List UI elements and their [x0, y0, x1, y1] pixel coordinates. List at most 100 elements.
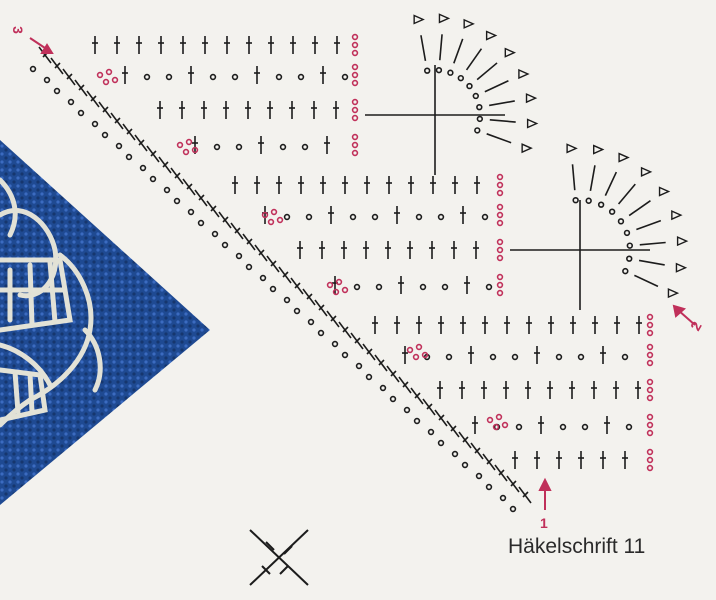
lace-photo [0, 130, 220, 510]
chain-stitch-icon [113, 78, 118, 83]
chain-stitch-icon [475, 128, 480, 133]
picot-triangle-icon [594, 146, 603, 154]
chain-stitch-icon [285, 215, 290, 220]
chain-stitch-icon [237, 145, 242, 150]
chain-stitch-icon [353, 73, 358, 78]
chain-stitch-icon [439, 441, 444, 446]
chain-stitch-icon [377, 285, 382, 290]
chain-stitch-icon [488, 418, 493, 423]
chain-stitch-icon [271, 287, 276, 292]
chain-stitch-icon [421, 285, 426, 290]
chain-stitch-icon [648, 323, 653, 328]
chart-title: Häkelschrift 11 [508, 535, 645, 559]
chain-stitch-icon [408, 348, 413, 353]
chain-stitch-icon [458, 76, 463, 81]
chain-stitch-icon [473, 94, 478, 99]
chain-stitch-icon [447, 355, 452, 360]
chain-stitch-icon [187, 140, 192, 145]
chain-stitch-icon [623, 355, 628, 360]
chain-stitch-icon [619, 219, 624, 224]
chain-stitch-icon [648, 466, 653, 471]
picot-triangle-icon [528, 119, 537, 127]
chain-stitch-icon [561, 425, 566, 430]
chain-stitch-icon [351, 215, 356, 220]
fan-stitch-icon [454, 39, 463, 63]
chain-stitch-icon [648, 353, 653, 358]
chain-stitch-icon [165, 188, 170, 193]
chain-stitch-icon [498, 213, 503, 218]
picot-triangle-icon [678, 237, 687, 245]
chain-stitch-icon [415, 419, 420, 424]
chain-stitch-icon [477, 117, 482, 122]
chain-stitch-icon [343, 353, 348, 358]
chain-stitch-icon [303, 145, 308, 150]
chain-stitch-icon [104, 80, 109, 85]
chain-stitch-icon [184, 150, 189, 155]
chain-stitch-icon [503, 423, 508, 428]
chain-stitch-icon [497, 415, 502, 420]
chain-stitch-icon [107, 70, 112, 75]
chain-stitch-icon [586, 198, 591, 203]
chain-stitch-icon [269, 220, 274, 225]
chain-stitch-icon [498, 283, 503, 288]
chain-stitch-icon [55, 89, 60, 94]
chain-stitch-icon [98, 73, 103, 78]
chain-stitch-icon [69, 100, 74, 105]
chain-stitch-icon [319, 331, 324, 336]
chain-stitch-icon [648, 315, 653, 320]
chain-stitch-icon [353, 108, 358, 113]
chain-stitch-icon [417, 215, 422, 220]
chain-stitch-icon [381, 386, 386, 391]
picot-triangle-icon [519, 70, 528, 78]
chain-stitch-icon [573, 198, 578, 203]
chain-stitch-icon [487, 285, 492, 290]
chain-stitch-icon [353, 51, 358, 56]
chain-stitch-icon [463, 463, 468, 468]
chain-stitch-icon [498, 256, 503, 261]
chain-stitch-icon [353, 81, 358, 86]
chain-stitch-icon [353, 151, 358, 156]
chain-stitch-icon [627, 243, 632, 248]
fan-stitch-icon [619, 184, 636, 204]
chain-stitch-icon [261, 276, 266, 281]
chain-stitch-icon [648, 380, 653, 385]
chain-stitch-icon [511, 507, 516, 512]
chain-stitch-icon [151, 177, 156, 182]
chain-stitch-icon [599, 202, 604, 207]
chain-stitch-icon [178, 143, 183, 148]
chain-stitch-icon [414, 355, 419, 360]
chain-stitch-icon [498, 191, 503, 196]
chain-stitch-icon [31, 67, 36, 72]
chain-stitch-icon [648, 388, 653, 393]
chain-stitch-icon [167, 75, 172, 80]
fan-stitch-icon [440, 34, 442, 60]
chain-stitch-icon [299, 75, 304, 80]
chain-stitch-icon [453, 452, 458, 457]
chain-stitch-icon [175, 199, 180, 204]
chain-stitch-icon [517, 425, 522, 430]
chain-stitch-icon [117, 144, 122, 149]
chain-stitch-icon [211, 75, 216, 80]
chain-stitch-icon [213, 232, 218, 237]
picot-triangle-icon [439, 14, 448, 22]
chain-stitch-icon [627, 425, 632, 430]
chain-stitch-icon [448, 70, 453, 75]
fan-stitch-icon [573, 164, 575, 190]
chain-stitch-icon [498, 248, 503, 253]
fan-stitch-icon [421, 35, 426, 61]
chain-stitch-icon [247, 265, 252, 270]
chain-stitch-icon [648, 450, 653, 455]
chain-stitch-icon [189, 210, 194, 215]
picot-triangle-icon [668, 289, 677, 297]
chain-stitch-icon [557, 355, 562, 360]
chain-stitch-icon [467, 84, 472, 89]
chain-stitch-icon [93, 122, 98, 127]
chain-stitch-icon [501, 496, 506, 501]
chain-stitch-icon [477, 474, 482, 479]
chain-stitch-icon [145, 75, 150, 80]
chain-stitch-icon [648, 431, 653, 436]
fan-stitch-icon [490, 120, 516, 122]
chain-stitch-icon [79, 111, 84, 116]
chain-stitch-icon [307, 215, 312, 220]
